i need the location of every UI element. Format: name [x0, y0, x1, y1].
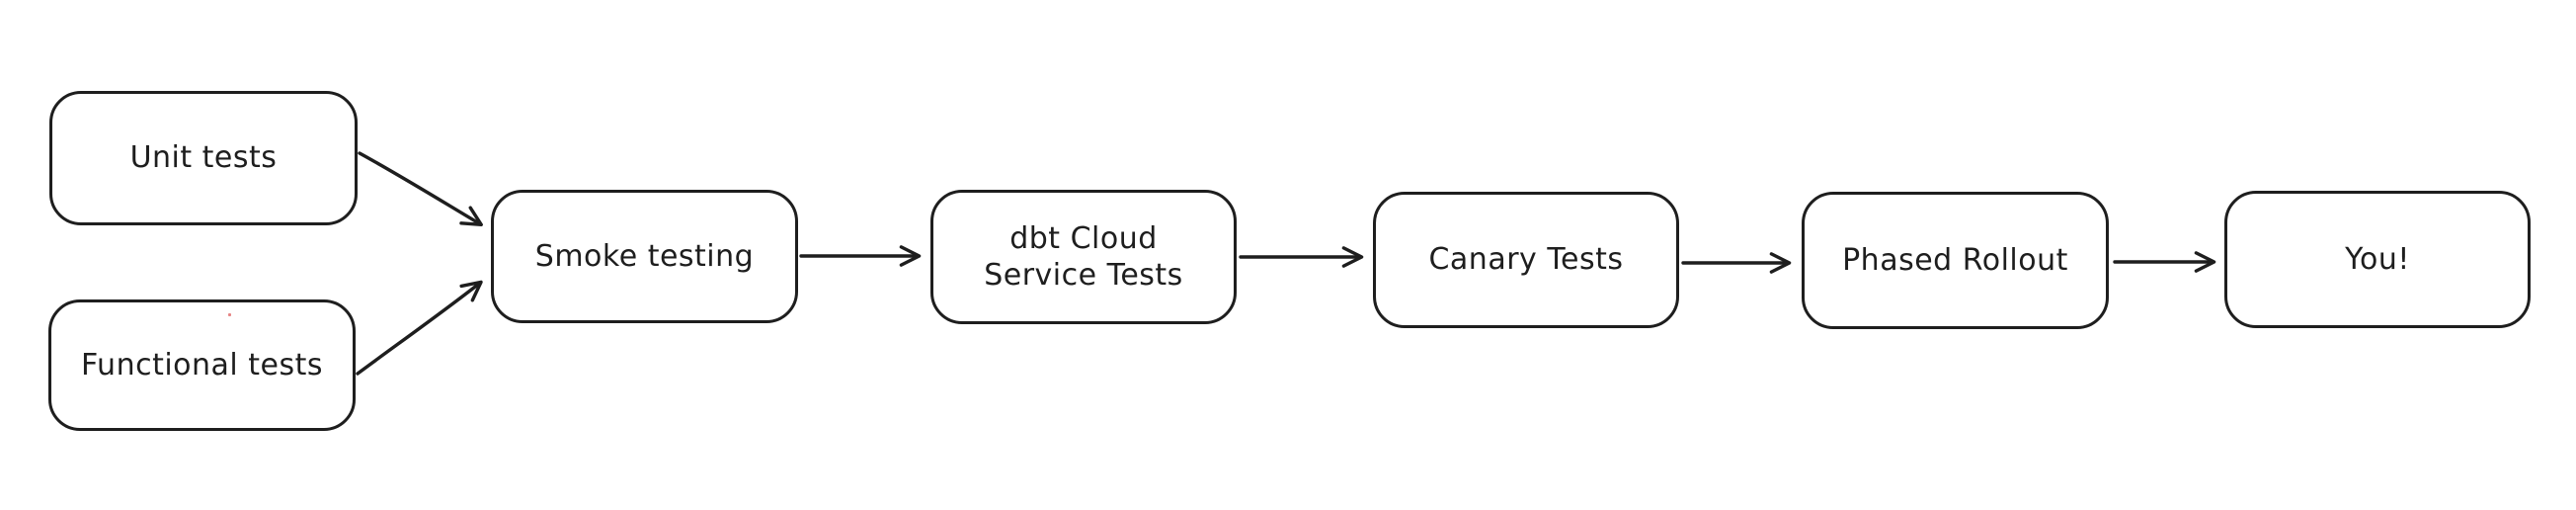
node-phased-rollout-label: Phased Rollout [1842, 242, 2068, 278]
edge-unit-to-smoke [358, 151, 483, 227]
node-functional-tests: Functional tests [48, 299, 356, 431]
node-dbt-cloud-service-tests-label-line1: dbt Cloud [1009, 220, 1158, 256]
node-canary-tests: Canary Tests [1373, 192, 1679, 328]
node-dbt-cloud-service-tests-label-line2: Service Tests [984, 258, 1183, 293]
node-smoke-testing: Smoke testing [491, 190, 798, 323]
node-unit-tests-label: Unit tests [129, 140, 278, 176]
node-you-label: You! [2345, 241, 2410, 277]
edge-functional-to-smoke [356, 280, 483, 376]
node-canary-tests-label: Canary Tests [1428, 242, 1624, 278]
node-you: You! [2224, 191, 2531, 328]
node-smoke-testing-label: Smoke testing [534, 238, 755, 274]
node-phased-rollout: Phased Rollout [1802, 192, 2109, 329]
stray-red-pixel-artifact [228, 313, 231, 316]
node-unit-tests: Unit tests [49, 91, 358, 225]
node-functional-tests-label: Functional tests [80, 347, 324, 382]
node-dbt-cloud-service-tests: dbt Cloud Service Tests [930, 190, 1237, 324]
